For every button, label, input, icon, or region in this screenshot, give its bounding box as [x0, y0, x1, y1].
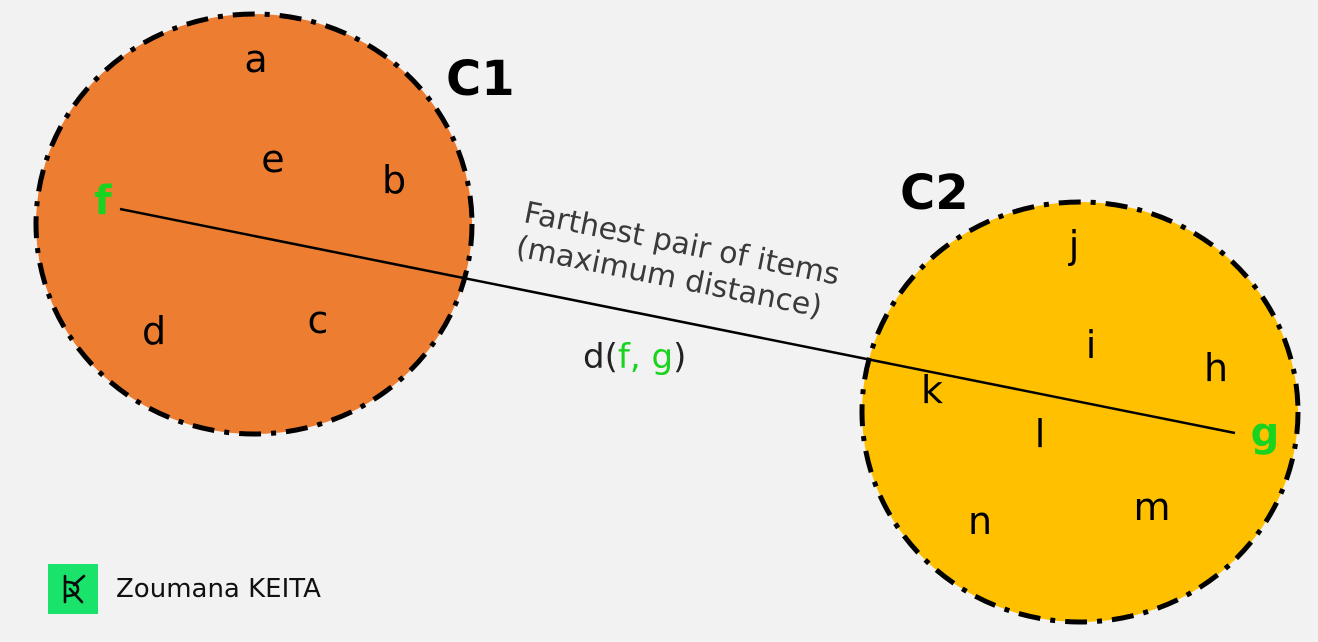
distance-formula: d(f, g): [583, 337, 686, 377]
cluster-c2: j i h k l n m g: [859, 199, 1301, 625]
cluster-c2-label: C2: [900, 165, 969, 221]
point-l: l: [1035, 412, 1046, 456]
cluster-c1-circle: [33, 11, 475, 437]
point-m: m: [1133, 485, 1170, 529]
point-a: a: [244, 37, 267, 81]
point-b: b: [382, 158, 406, 202]
distance-sep: ,: [630, 337, 652, 377]
point-f: f: [94, 178, 112, 224]
cluster-c1: a e b d c f: [33, 11, 475, 437]
point-g: g: [1251, 410, 1280, 456]
point-i: i: [1086, 323, 1097, 367]
distance-prefix: d(: [583, 337, 618, 377]
author-name: Zoumana KEITA: [116, 574, 321, 604]
distance-suffix: ): [673, 337, 686, 377]
point-d: d: [142, 309, 166, 353]
distance-arg2: g: [651, 337, 673, 377]
data-science-logo-icon: [48, 564, 98, 614]
cluster-c2-circle: [859, 199, 1301, 625]
annotation: Farthest pair of items (maximum distance…: [513, 195, 843, 324]
point-j: j: [1068, 223, 1080, 267]
point-n: n: [968, 499, 992, 543]
point-k: k: [921, 368, 943, 412]
distance-arg1: f: [618, 337, 631, 377]
point-c: c: [308, 298, 329, 342]
max-distance-line: [119, 207, 1236, 435]
author-credit: Zoumana KEITA: [48, 564, 321, 614]
cluster-c1-label: C1: [446, 51, 515, 107]
point-h: h: [1204, 346, 1228, 390]
point-e: e: [261, 137, 284, 181]
